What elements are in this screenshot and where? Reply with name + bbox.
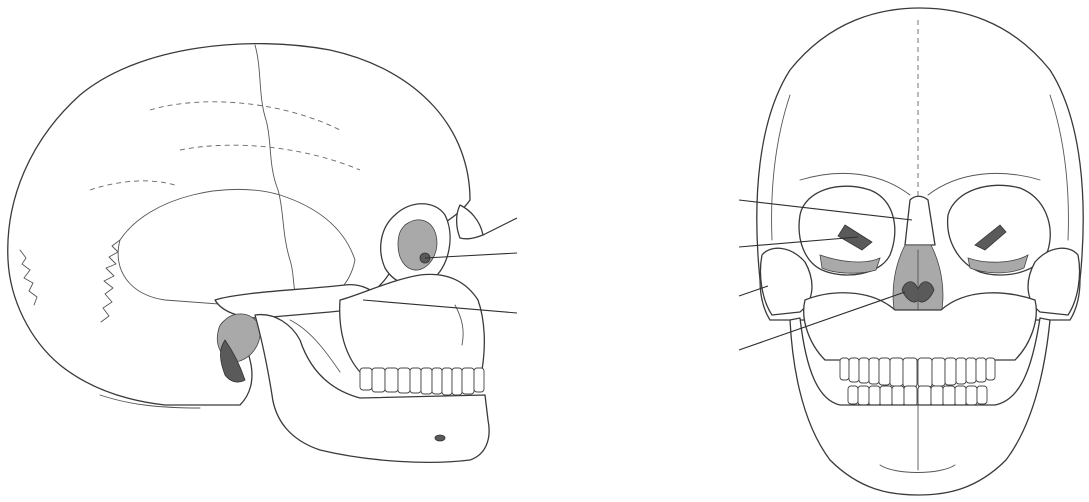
lateral-tooth (432, 368, 442, 394)
lateral-tooth (421, 368, 432, 394)
frontal-tooth (931, 386, 943, 406)
frontal-tooth (849, 358, 859, 382)
lateral-tooth (360, 368, 372, 390)
frontal-tooth (966, 386, 977, 405)
frontal-tooth (892, 386, 904, 406)
frontal-tooth (945, 358, 956, 385)
lateral-tooth (452, 368, 462, 395)
frontal-tooth (840, 358, 849, 380)
frontal-tooth (932, 358, 945, 386)
frontal-upper-teeth (840, 358, 995, 387)
frontal-tooth (858, 386, 869, 405)
frontal-tooth (880, 386, 892, 406)
lateral-tooth (462, 368, 474, 394)
lateral-tooth (442, 368, 452, 395)
frontal-tooth (986, 358, 995, 380)
frontal-tooth (918, 386, 931, 406)
frontal-tooth (955, 386, 966, 406)
frontal-tooth (956, 358, 966, 384)
frontal-tooth (890, 358, 903, 386)
frontal-tooth (859, 358, 869, 383)
frontal-tooth (869, 386, 880, 406)
frontal-tooth (904, 386, 917, 406)
lateral-tooth (410, 368, 421, 393)
frontal-tooth (918, 358, 932, 387)
frontal-tooth (966, 358, 976, 383)
lateral-tooth (372, 368, 385, 392)
frontal-tooth (977, 386, 987, 404)
lateral-leader-1 (483, 218, 517, 235)
frontal-lower-teeth (848, 386, 987, 406)
lateral-teeth (360, 368, 484, 395)
lateral-tooth (385, 368, 398, 392)
frontal-skull (757, 8, 1083, 495)
frontal-tooth (976, 358, 986, 382)
frontal-tooth (879, 358, 890, 385)
frontal-tooth (848, 386, 858, 404)
frontal-tooth (869, 358, 879, 384)
lateral-tooth (474, 368, 484, 392)
lateral-nasal-bone (457, 205, 483, 239)
lateral-skull (8, 44, 489, 463)
lateral-mental-foramen (435, 435, 445, 441)
frontal-tooth (943, 386, 955, 406)
lateral-tooth (398, 368, 410, 393)
frontal-tooth (903, 358, 917, 387)
